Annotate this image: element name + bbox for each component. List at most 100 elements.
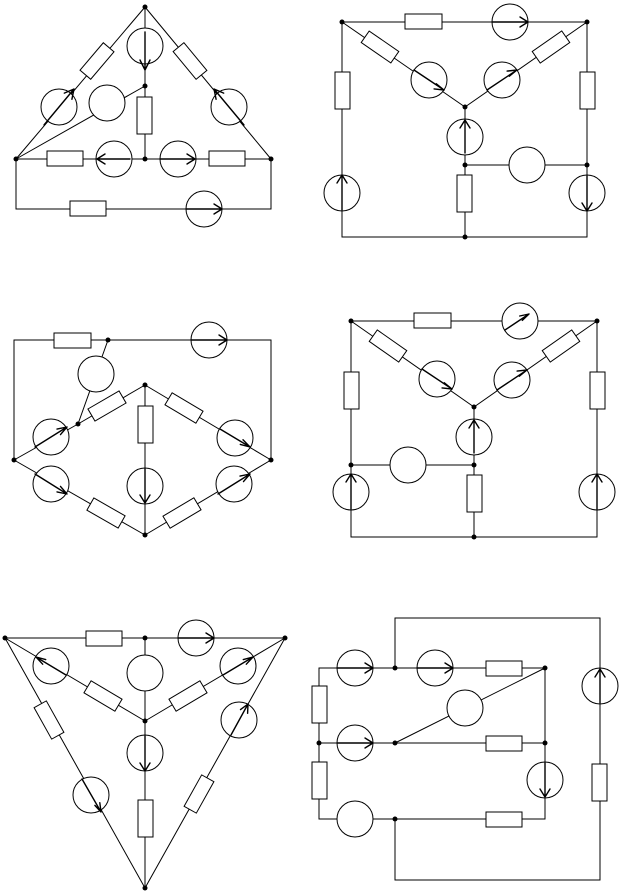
resistor [168, 680, 208, 712]
voltage-source [336, 800, 374, 838]
source-arrow-icon [486, 69, 518, 91]
source-arrow-icon [504, 313, 530, 331]
resistor [33, 700, 65, 740]
resistor [413, 312, 452, 329]
node [392, 665, 398, 671]
resistor [531, 30, 571, 64]
wire [15, 6, 146, 160]
source-arrow-icon [213, 88, 245, 126]
resistor [183, 774, 215, 814]
node [75, 421, 81, 427]
source-arrow-icon [581, 175, 593, 212]
wire [144, 384, 272, 461]
node [142, 83, 148, 89]
resistor [541, 329, 581, 363]
resistor [466, 474, 483, 513]
source-arrow-icon [468, 419, 480, 454]
resistor [591, 763, 608, 802]
source-arrow-icon [336, 174, 348, 211]
node [471, 534, 477, 540]
source-arrow-icon [491, 16, 529, 28]
resistor [579, 71, 596, 110]
voltage-source [446, 689, 484, 727]
schematic-1 [13, 4, 274, 228]
resistor [311, 685, 328, 724]
wire [473, 320, 598, 408]
resistor [83, 680, 123, 712]
resistor [137, 405, 154, 444]
source-arrow-icon [177, 632, 215, 644]
voltage-source [88, 84, 126, 122]
source-arrow-icon [336, 662, 374, 674]
resistor [87, 390, 127, 422]
node [339, 19, 345, 25]
resistor [343, 371, 360, 410]
source-arrow-icon [190, 334, 228, 346]
schematic-6 [311, 617, 619, 881]
schematic-2 [323, 3, 606, 240]
node [348, 318, 354, 324]
resistor [456, 174, 473, 213]
source-arrow-icon [139, 31, 151, 71]
wire [4, 637, 146, 889]
wire [350, 320, 475, 408]
node [105, 337, 111, 343]
voltage-source [77, 355, 115, 393]
wire [144, 637, 286, 889]
resistor [311, 761, 328, 800]
schematic-4 [332, 302, 616, 540]
node [142, 156, 148, 162]
resistor [485, 811, 523, 828]
source-arrow-icon [219, 428, 251, 448]
source-arrow-icon [539, 762, 551, 798]
wire [341, 21, 466, 108]
source-arrow-icon [185, 203, 223, 215]
resistor [485, 735, 523, 752]
source-arrow-icon [496, 369, 528, 391]
node [471, 404, 477, 410]
resistor [53, 332, 92, 349]
node [142, 718, 148, 724]
node [584, 19, 590, 25]
source-arrow-icon [594, 668, 606, 704]
wire [464, 21, 588, 108]
wire [13, 459, 146, 536]
resistor [85, 630, 123, 647]
node [268, 457, 274, 463]
node [142, 532, 148, 538]
node [584, 162, 590, 168]
node [282, 635, 288, 641]
resistor [137, 799, 154, 838]
voltage-source [389, 446, 427, 484]
source-arrow-icon [413, 69, 445, 91]
node [142, 382, 148, 388]
resistor [208, 150, 246, 167]
wire [144, 637, 286, 722]
source-arrow-icon [159, 153, 196, 165]
node [142, 635, 148, 641]
resistor [86, 497, 126, 529]
voltage-source [126, 654, 164, 692]
source-arrow-icon [139, 468, 151, 504]
schematic-3 [11, 321, 274, 538]
resistor [136, 96, 153, 135]
node [594, 318, 600, 324]
resistor [164, 392, 204, 424]
node [11, 457, 17, 463]
source-arrow-icon [34, 426, 68, 448]
source-arrow-icon [591, 473, 603, 510]
source-arrow-icon [43, 88, 75, 126]
node [348, 462, 354, 468]
resistor [368, 329, 408, 363]
resistor [172, 41, 208, 81]
resistor [69, 200, 107, 217]
voltage-source [508, 146, 546, 184]
node [392, 740, 398, 746]
resistor [485, 660, 523, 677]
voltage-source [501, 302, 539, 340]
wire [144, 6, 272, 160]
source-arrow-icon [217, 473, 251, 495]
source-arrow-icon [81, 778, 102, 813]
source-arrow-icon [459, 119, 471, 154]
